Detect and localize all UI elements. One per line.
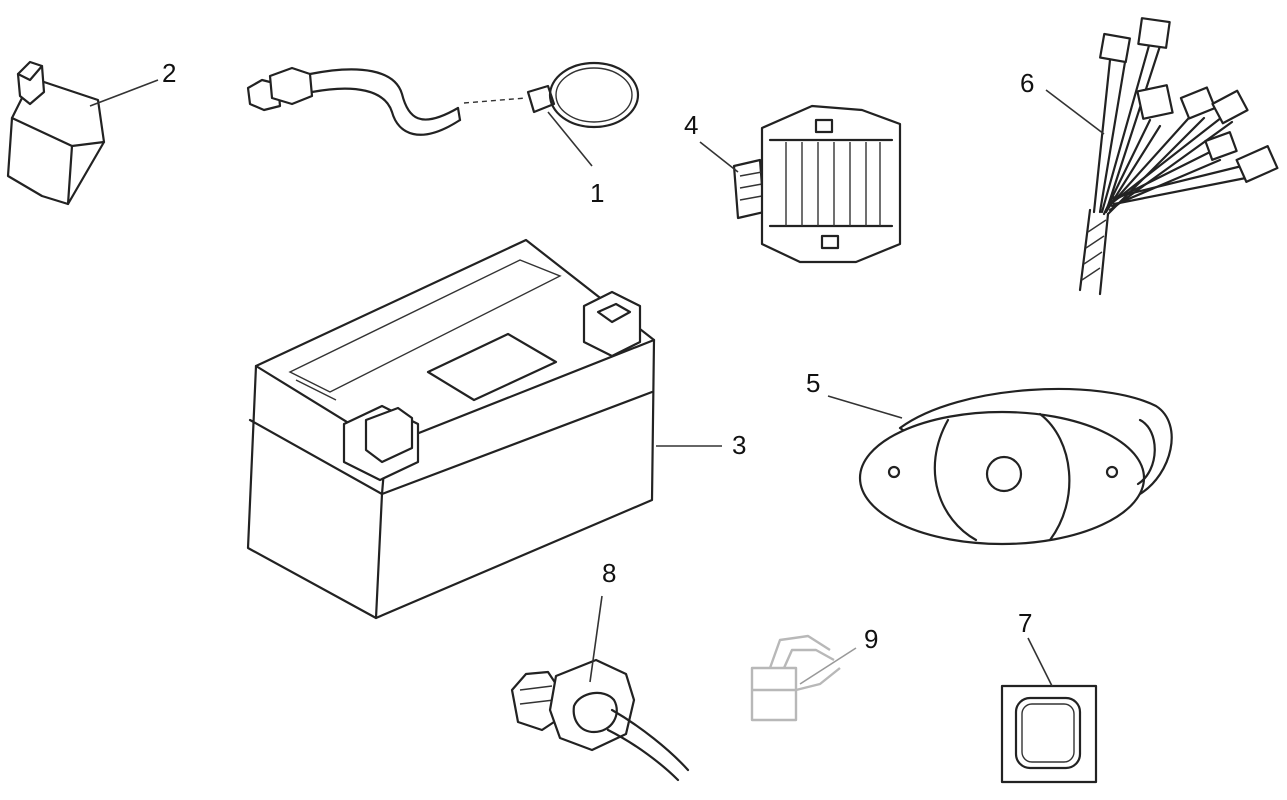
callout-4: 4 xyxy=(684,110,698,140)
part-9-faded-connector xyxy=(750,634,841,722)
leader-9 xyxy=(799,647,857,685)
part-4-regulator xyxy=(732,104,902,264)
part-8-switch xyxy=(510,658,690,782)
callout-1: 1 xyxy=(590,178,604,208)
part-5-oval-lamp xyxy=(858,387,1173,546)
callout-2: 2 xyxy=(162,58,176,88)
leader-8 xyxy=(589,595,603,683)
leader-7 xyxy=(1027,637,1053,687)
callout-5: 5 xyxy=(806,368,820,398)
part-3-battery xyxy=(246,238,656,620)
callout-7: 7 xyxy=(1018,608,1032,638)
leader-1 xyxy=(547,111,593,167)
part-1-sensor-cable xyxy=(246,61,640,136)
leader-4 xyxy=(699,141,739,173)
leader-2 xyxy=(89,79,159,107)
part-2-relay-box xyxy=(6,60,106,206)
part-6-wiring-harness xyxy=(1078,17,1279,296)
callout-9: 9 xyxy=(864,624,878,654)
leader-5 xyxy=(827,395,903,419)
callout-8: 8 xyxy=(602,558,616,588)
callout-3: 3 xyxy=(732,430,746,460)
leader-6 xyxy=(1045,89,1105,135)
callout-6: 6 xyxy=(1020,68,1034,98)
part-7-plate xyxy=(1000,684,1098,784)
